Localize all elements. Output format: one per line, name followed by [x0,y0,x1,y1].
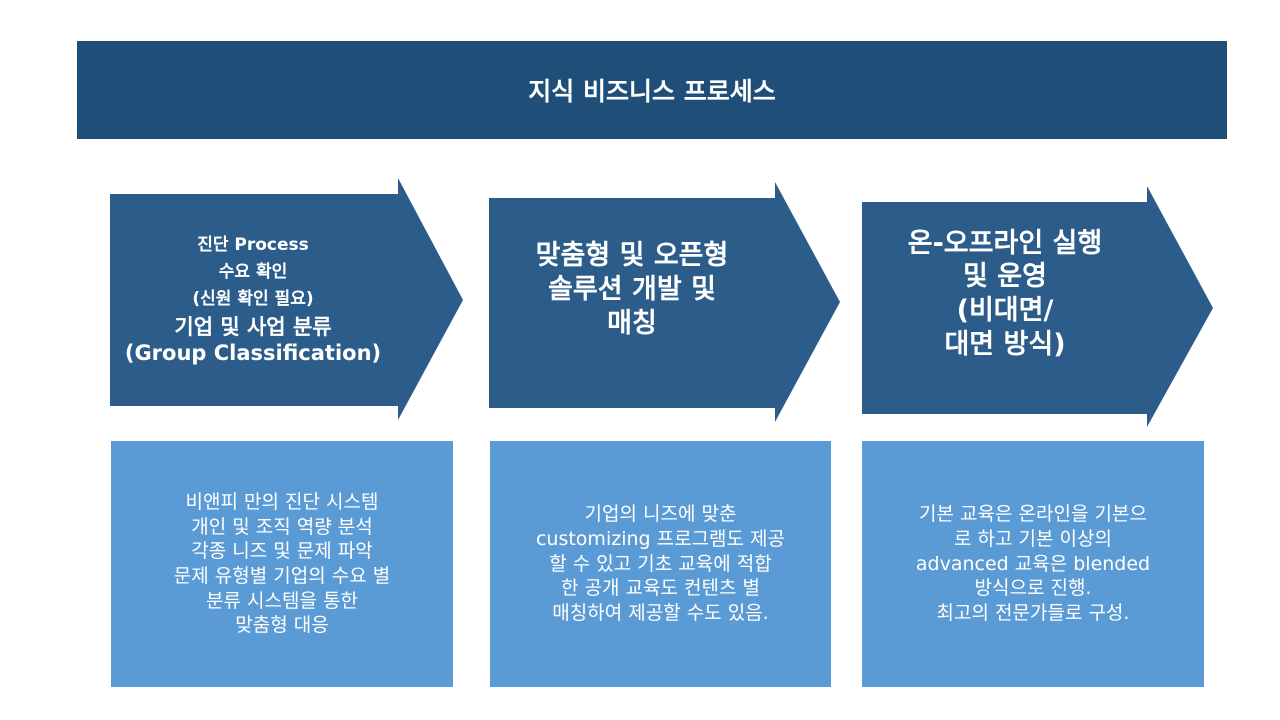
step1-description: 비앤피 만의 진단 시스템 개인 및 조직 역량 분석 각종 니즈 및 문제 파… [111,441,453,687]
step1-line: 진단 Process [197,234,309,255]
step2-main: 맞춤형 및 오픈형 [535,240,729,272]
step2-main: 매칭 [607,307,657,339]
step-arrow-diagnosis: 진단 Process 수요 확인 (신원 확인 필요) 기업 및 사업 분류 (… [108,176,468,422]
step1-line: (신원 확인 필요) [192,289,314,310]
step2-main: 솔루션 개발 및 [548,274,716,306]
step3-main: 및 운영 [963,261,1047,293]
step3-main: (비대면/ [956,295,1054,326]
step3-description: 기본 교육은 온라인을 기본으 로 하고 기본 이상의 advanced 교육은… [862,441,1204,687]
step1-main: 기업 및 사업 분류 [174,314,332,339]
step1-line: 수요 확인 [218,262,288,283]
page-title: 지식 비즈니스 프로세스 [77,41,1227,139]
step-arrow-solution: 맞춤형 및 오픈형 솔루션 개발 및 매칭 [487,180,847,426]
step3-main: 대면 방식) [944,328,1066,360]
step1-main: (Group Classification) [124,340,382,365]
step3-main: 온-오프라인 실행 [907,227,1103,259]
step2-description: 기업의 니즈에 맞춘 customizing 프로그램도 제공 할 수 있고 기… [490,441,831,687]
step-arrow-operation: 온-오프라인 실행 및 운영 (비대면/ 대면 방식) [860,184,1220,430]
